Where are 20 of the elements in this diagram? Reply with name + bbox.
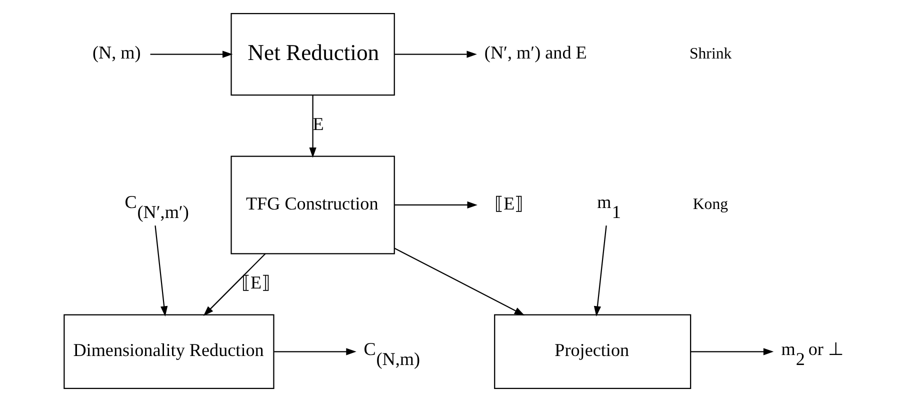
node-box: Dimensionality Reduction bbox=[63, 314, 274, 389]
edge-label: ⟦E⟧ bbox=[240, 272, 270, 292]
arrow bbox=[154, 225, 168, 316]
node-text: (N, m) bbox=[92, 42, 140, 62]
node-box: Net Reduction bbox=[230, 12, 394, 96]
label: Kong bbox=[692, 196, 728, 213]
arrow bbox=[394, 200, 477, 208]
node-box: TFG Construction bbox=[230, 155, 394, 254]
arrow bbox=[274, 348, 356, 355]
node-text: ⟦E⟧ bbox=[494, 192, 524, 213]
arrow bbox=[308, 94, 316, 158]
arrow bbox=[593, 225, 606, 316]
arrow bbox=[150, 50, 232, 58]
node-text: (N′, m′) and E bbox=[484, 42, 586, 62]
arrow bbox=[690, 348, 774, 355]
arrow bbox=[202, 252, 266, 316]
arrow bbox=[394, 247, 524, 315]
node-box: Projection bbox=[494, 314, 691, 389]
arrow bbox=[394, 50, 476, 58]
label: Shrink bbox=[688, 45, 732, 62]
